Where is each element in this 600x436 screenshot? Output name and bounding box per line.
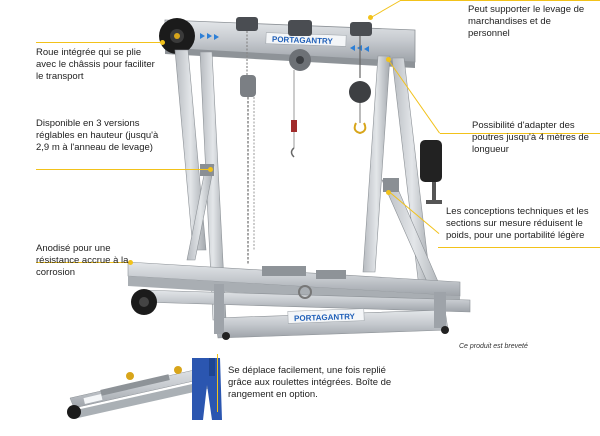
- support-leader-h: [400, 0, 600, 1]
- base-logo: PORTAGANTRY: [294, 312, 356, 323]
- person-legs: [192, 358, 222, 420]
- anodized-dot: [128, 260, 133, 265]
- callout-versions: Disponible en 3 versions réglables en ha…: [36, 118, 159, 153]
- callout-support: Peut supporter le levage de marchandises…: [468, 4, 585, 39]
- left-legs: [174, 49, 227, 321]
- wheel-leader: [36, 42, 162, 43]
- folded-gantry-inset: [67, 365, 217, 419]
- caster-wheels: [222, 326, 449, 340]
- top-wheel: [159, 18, 195, 54]
- callout-anodized: Anodisé pour une résistance accrue à la …: [36, 243, 129, 278]
- versions-dot: [208, 167, 213, 172]
- designs-leader-h: [438, 247, 600, 248]
- patent-note: Ce produit est breveté: [459, 343, 528, 350]
- callout-designs: Les conceptions techniques et les sectio…: [446, 206, 589, 241]
- designs-dot: [386, 190, 391, 195]
- beams-leader-h: [440, 133, 600, 134]
- callout-moves: Se déplace facilement, une fois replié g…: [228, 365, 392, 400]
- callout-wheel: Roue intégrée qui se plie avec le châssi…: [36, 47, 155, 82]
- wheel-dot: [160, 40, 165, 45]
- beam-logo: PORTAGANTRY: [272, 35, 334, 46]
- middle-hoist: [289, 49, 311, 158]
- right-legs: [362, 55, 447, 303]
- anodized-leader: [36, 262, 130, 263]
- winch: [420, 140, 442, 204]
- chain-hoist: [240, 31, 256, 265]
- base-wheel: [131, 289, 157, 315]
- versions-leader: [36, 169, 210, 170]
- support-dot: [368, 15, 373, 20]
- trolleys: [236, 17, 372, 36]
- callout-beams: Possibilité d'adapter des poutres jusqu'…: [472, 120, 589, 155]
- moves-leader: [217, 354, 218, 412]
- fall-arrest-device: [349, 36, 371, 135]
